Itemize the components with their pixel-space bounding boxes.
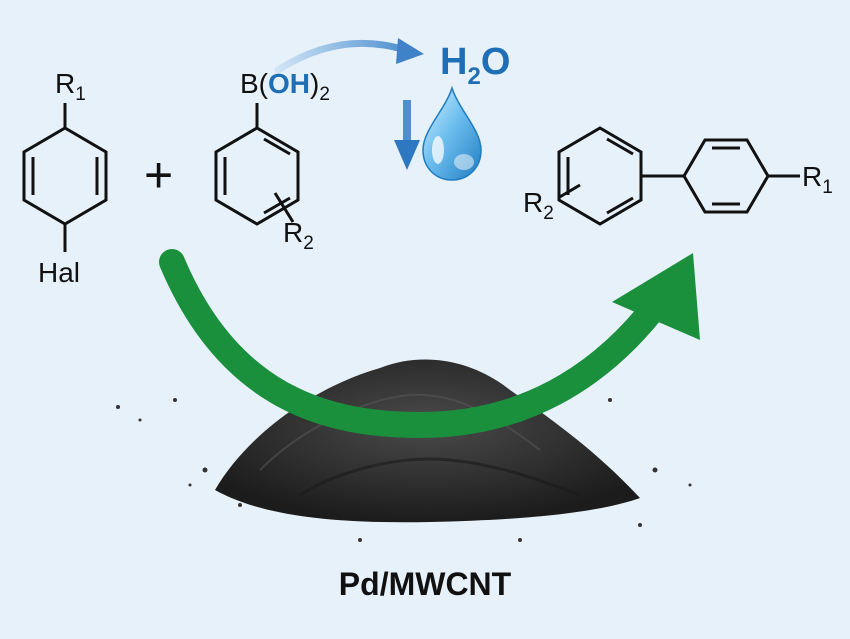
r2-label-product: R2 (523, 187, 554, 224)
bond-r2-product (557, 183, 581, 200)
boronic-acid-label: B(OH)2 (240, 68, 330, 105)
r1-label: R1 (55, 68, 86, 105)
aryl-halide (22, 103, 108, 252)
benzene-ring-4 (682, 138, 770, 214)
reaction-arrow-head (612, 253, 700, 340)
r1-label-product: R1 (802, 161, 833, 198)
reaction-arrow-shaft (159, 249, 673, 439)
benzene-ring-2 (214, 126, 300, 226)
halide-label: Hal (38, 257, 80, 288)
bond-r2 (273, 192, 295, 223)
curved-arrow-to-water (274, 39, 409, 74)
catalyst-powder-icon (116, 359, 692, 542)
benzene-ring-1 (22, 126, 108, 226)
catalyst-label: Pd/MWCNT (339, 566, 512, 602)
benzene-ring-3 (557, 126, 643, 226)
biphenyl-product (557, 126, 800, 226)
plus-sign: + (144, 147, 173, 203)
water-arrow-head (396, 38, 424, 64)
water-drop-icon (422, 85, 482, 181)
r2-label-reactant: R2 (283, 217, 314, 254)
aryl-boronic-acid (214, 103, 300, 226)
down-arrow-icon (394, 100, 420, 170)
water-formula: H2O (440, 41, 510, 90)
